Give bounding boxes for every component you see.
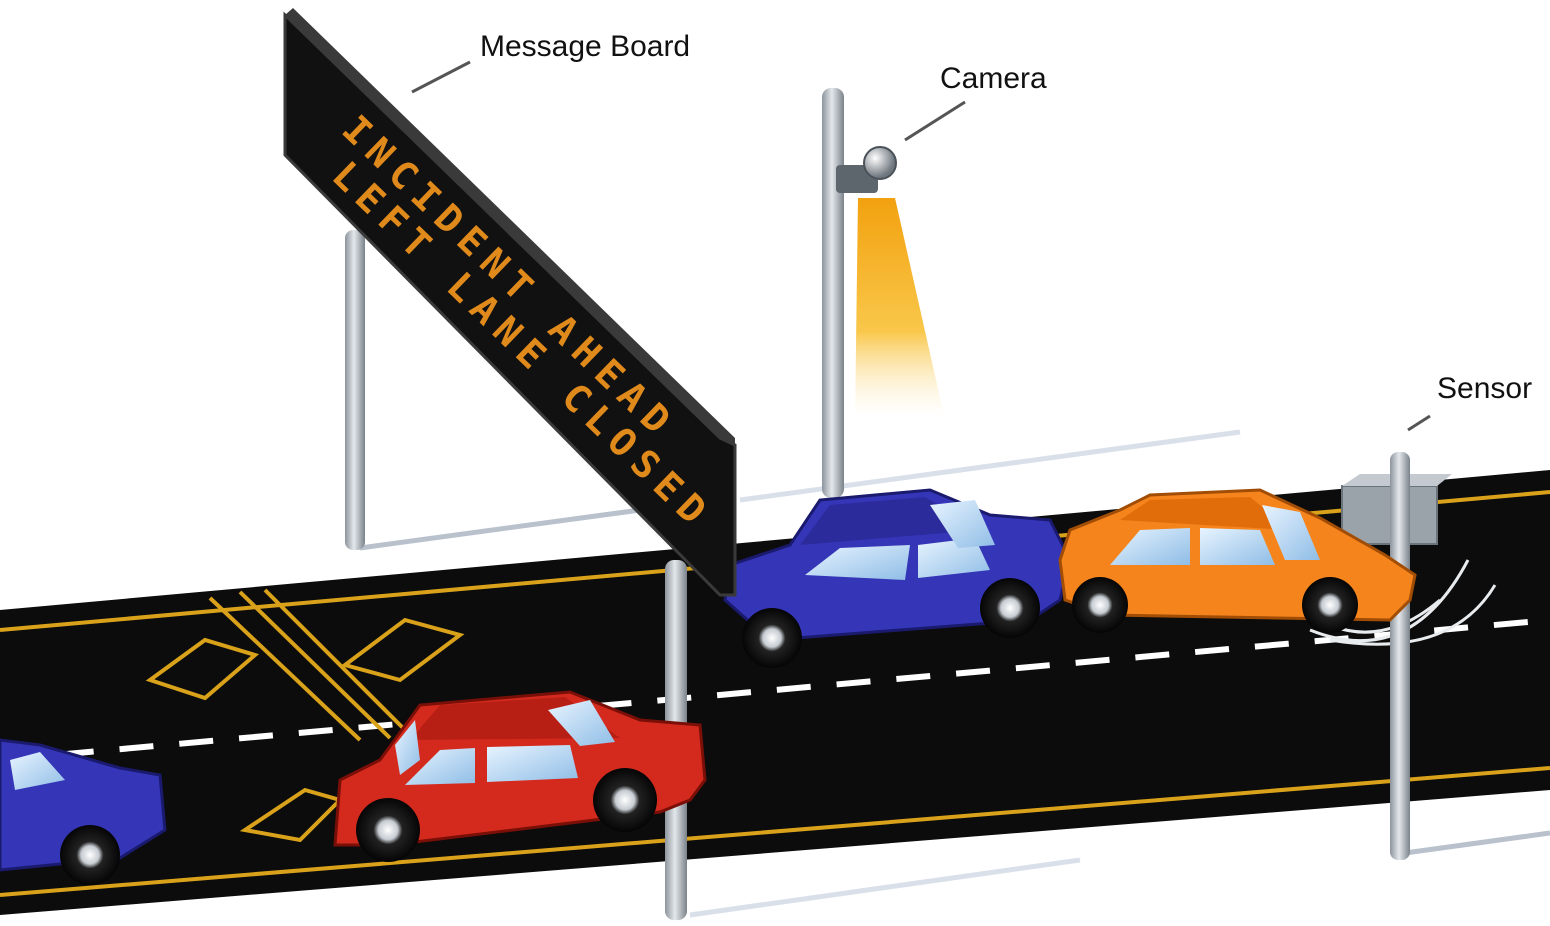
red-car bbox=[333, 690, 707, 862]
orange-car-crashed bbox=[1058, 488, 1417, 633]
camera-pole bbox=[822, 88, 844, 498]
camera-label: Camera bbox=[940, 62, 1047, 95]
camera-unit bbox=[822, 88, 966, 498]
camera-icon bbox=[863, 146, 897, 180]
lane-closed-markings bbox=[145, 588, 465, 843]
message-board-label: Message Board bbox=[480, 30, 690, 63]
sensor-pole bbox=[1390, 452, 1410, 860]
board-message-line2: LEFT LANE CLOSED bbox=[324, 153, 721, 539]
sensor-unit bbox=[1299, 414, 1497, 860]
left-blue-car bbox=[0, 738, 167, 885]
blue-car-crashed bbox=[723, 488, 1072, 668]
board-message-line1: INCIDENT AHEAD bbox=[334, 107, 686, 449]
center-lane-line bbox=[0, 617, 1550, 763]
camera-beam bbox=[855, 198, 945, 420]
board-left-pole bbox=[345, 230, 365, 550]
sensor-label: Sensor bbox=[1437, 372, 1532, 405]
sensor-box bbox=[1341, 485, 1438, 545]
